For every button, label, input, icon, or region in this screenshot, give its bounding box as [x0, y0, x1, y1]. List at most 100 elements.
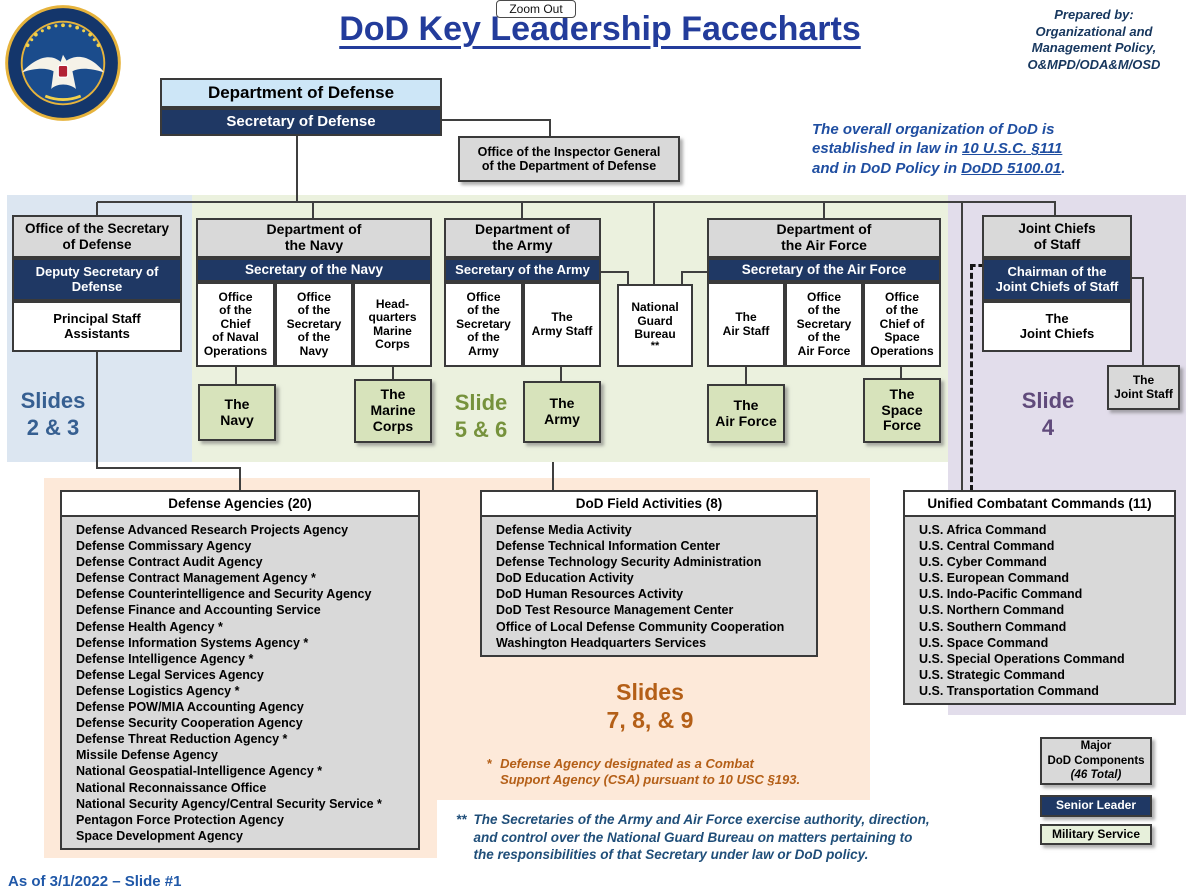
- law-note-text-3: .: [1061, 159, 1066, 177]
- footnote-csa-text: Defense Agency designated as a Combat Su…: [500, 756, 801, 788]
- secaf-bar: Secretary of the Air Force: [707, 258, 941, 282]
- army-staff-box: The Army Staff: [523, 282, 601, 367]
- defense-agencies-list: Defense Advanced Research Projects Agenc…: [62, 517, 418, 848]
- connector-line: [239, 467, 241, 491]
- list-item: Defense Technical Information Center: [496, 539, 721, 554]
- list-item: Defense Media Activity: [496, 523, 632, 537]
- law-note-text-2: and in DoD Policy in: [812, 159, 958, 177]
- secnav-bar: Secretary of the Navy: [196, 258, 432, 282]
- law-link-dodd[interactable]: DoDD 5100.01: [961, 159, 1062, 177]
- joint-chiefs-box: The Joint Chiefs: [982, 301, 1132, 352]
- dod-seal: [4, 4, 122, 122]
- connector-line: [1054, 202, 1056, 216]
- list-item: Missile Defense Agency: [76, 748, 218, 763]
- air-staff-box: The Air Staff: [707, 282, 785, 367]
- list-item: Defense Counterintelligence and Security…: [76, 587, 372, 602]
- the-air-force-box: The Air Force: [707, 384, 785, 443]
- list-item: U.S. European Command: [919, 571, 1070, 586]
- connector-line: [681, 271, 708, 273]
- slides-7-8-9-label: Slides 7, 8, & 9: [606, 679, 694, 734]
- principal-staff-assistants-box: Principal Staff Assistants: [12, 301, 182, 352]
- list-item: National Geospatial-Intelligence Agency …: [76, 764, 323, 779]
- list-item: DoD Test Resource Management Center: [496, 603, 734, 618]
- defense-agencies-panel: Defense Agencies (20) Defense Advanced R…: [60, 490, 420, 850]
- field-activities-title: DoD Field Activities (8): [482, 492, 816, 517]
- connector-line: [97, 201, 1056, 203]
- connector-line: [560, 367, 562, 382]
- legend-major-components-total: (46 Total): [1070, 769, 1122, 782]
- connector-line: [745, 367, 747, 385]
- list-item: DoD Human Resources Activity: [496, 587, 684, 602]
- footnote-ngb-marker: **: [456, 812, 467, 827]
- connector-line: [1132, 277, 1144, 279]
- hqmc-box: Head- quarters Marine Corps: [353, 282, 432, 367]
- connector-line: [96, 352, 98, 469]
- list-item: Defense Health Agency *: [76, 619, 223, 634]
- list-item: DoD Education Activity: [496, 571, 634, 586]
- connector-line: [823, 202, 825, 219]
- list-item: U.S. Space Command: [919, 635, 1049, 650]
- connector-line: [1142, 277, 1144, 366]
- connector-line: [96, 202, 98, 216]
- connector-line: [442, 119, 551, 121]
- the-space-force-box: The Space Force: [863, 378, 941, 443]
- af-secretariat-box: Office of the Secretary of the Air Force: [785, 282, 863, 367]
- list-item: Pentagon Force Protection Agency: [76, 812, 284, 827]
- list-item: Defense Technology Security Administrati…: [496, 555, 762, 570]
- footnote-ngb: ** The Secretaries of the Army and Air F…: [456, 811, 956, 864]
- list-item: Defense Security Cooperation Agency: [76, 716, 303, 731]
- field-activities-panel: DoD Field Activities (8) Defense Media A…: [480, 490, 818, 657]
- af-dept-header: Department of the Air Force: [707, 218, 941, 258]
- connector-line: [961, 202, 963, 491]
- list-item: U.S. Special Operations Command: [919, 651, 1125, 666]
- legend-major-components-text: Major DoD Components: [1047, 740, 1145, 767]
- cjcs-bar: Chairman of the Joint Chiefs of Staff: [982, 258, 1132, 301]
- list-item: Defense Information Systems Agency *: [76, 635, 309, 650]
- connector-dashed-cjcs: [970, 264, 984, 267]
- connector-line: [312, 202, 314, 219]
- connector-line: [392, 367, 394, 380]
- jcs-header: Joint Chiefs of Staff: [982, 215, 1132, 258]
- connector-line: [296, 136, 298, 202]
- ngb-box: National Guard Bureau **: [617, 284, 693, 367]
- list-item: Defense Threat Reduction Agency *: [76, 732, 288, 747]
- footnote-ngb-text: The Secretaries of the Army and Air Forc…: [473, 812, 930, 863]
- list-item: Defense Legal Services Agency: [76, 667, 264, 682]
- deputy-secdef-box: Deputy Secretary of Defense: [12, 258, 182, 301]
- slides-2-3-label: Slides 2 & 3: [20, 388, 86, 440]
- connector-line: [521, 202, 523, 219]
- zoom-out-button[interactable]: Zoom Out: [496, 0, 576, 18]
- list-item: National Reconnaissance Office: [76, 780, 267, 795]
- list-item: Defense POW/MIA Accounting Agency: [76, 700, 304, 715]
- space-operations-box: Office of the Chief of Space Operations: [863, 282, 941, 367]
- combatant-commands-panel: Unified Combatant Commands (11) U.S. Afr…: [903, 490, 1176, 706]
- prepared-by-label: Prepared by: Organizational and Manageme…: [1027, 7, 1161, 72]
- list-item: Defense Intelligence Agency *: [76, 651, 254, 666]
- osd-header: Office of the Secretary of Defense: [12, 215, 182, 258]
- list-item: U.S. Cyber Command: [919, 555, 1047, 570]
- list-item: Washington Headquarters Services: [496, 635, 707, 650]
- list-item: Defense Contract Management Agency *: [76, 571, 316, 586]
- ngb-footnote-marker: **: [650, 339, 660, 352]
- connector-line: [549, 119, 551, 137]
- connector-line: [653, 202, 655, 285]
- page-title-text: DoD Key Leadership Facecharts: [339, 10, 861, 48]
- list-item: Defense Finance and Accounting Service: [76, 603, 321, 618]
- the-navy-box: The Navy: [198, 384, 276, 441]
- slide-5-6-label: Slide 5 & 6: [454, 390, 508, 442]
- list-item: U.S. Indo-Pacific Command: [919, 587, 1083, 602]
- oig-box: Office of the Inspector General of the D…: [458, 136, 680, 182]
- list-item: Defense Advanced Research Projects Agenc…: [76, 523, 349, 537]
- list-item: U.S. Northern Command: [919, 603, 1065, 618]
- connector-line: [627, 271, 629, 285]
- connector-line: [601, 271, 628, 273]
- seca-bar: Secretary of the Army: [444, 258, 601, 282]
- law-link-usc[interactable]: 10 U.S.C. §111: [962, 140, 1063, 157]
- army-dept-header: Department of the Army: [444, 218, 601, 258]
- connector-line: [96, 467, 241, 469]
- footnote-csa-marker: *: [487, 756, 493, 771]
- connector-line: [552, 462, 554, 491]
